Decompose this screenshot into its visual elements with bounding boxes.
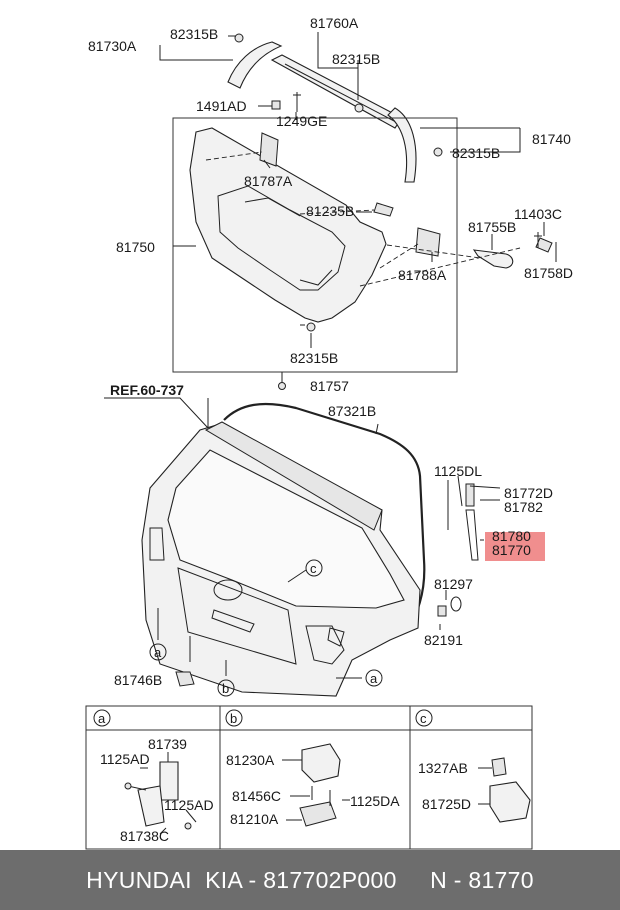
label-1125AD-1: 1125AD [100,751,150,767]
label-81770: 81770 [492,542,531,558]
label-81750: 81750 [116,239,155,255]
trim-assembly [172,117,553,373]
svg-text:b: b [222,681,229,696]
detail-a-header: a [93,709,111,727]
label-81755B: 81755B [468,219,516,235]
label-81772D: 81772D [504,485,553,501]
svg-text:b: b [230,711,237,726]
svg-text:a: a [154,645,162,660]
label-81730A: 81730A [88,38,137,54]
footer-banner: HYUNDAI KIA - 817702P000 N - 81770 [0,850,620,910]
label-1125AD-2: 1125AD [164,797,214,813]
callout-b: b [217,679,235,697]
svg-text:a: a [98,711,106,726]
label-81758D: 81758D [524,265,573,281]
label-81210A: 81210A [230,811,279,827]
label-87321B: 87321B [328,403,376,419]
label-81760A: 81760A [310,15,359,31]
label-82315B-a: 82315B [170,26,218,42]
label-81230A: 81230A [226,752,275,768]
label-11403C: 11403C [514,206,562,222]
tailgate [104,372,501,697]
label-81725D: 81725D [422,796,471,812]
label-81780: 81780 [492,528,531,544]
label-81297: 81297 [434,576,473,592]
label-81782: 81782 [504,499,543,515]
label-82315B-b: 82315B [332,51,380,67]
label-81757: 81757 [310,378,349,394]
footer-text: HYUNDAI KIA - 817702P000 N - 81770 [86,866,534,893]
label-1491AD: 1491AD [196,98,247,114]
spoiler-group [227,33,443,183]
detail-table: a b c 81739 1125AD 1125AD 81738C 8123 [85,705,533,850]
label-81787A: 81787A [244,173,293,189]
label-82315B-c: 82315B [452,145,500,161]
label-ref: REF.60-737 [110,382,184,398]
label-81746B: 81746B [114,672,162,688]
highlight-box [485,532,545,561]
callout-c: c [305,559,323,577]
fastener-icon [278,382,286,390]
label-1125DA: 1125DA [350,793,400,809]
callout-a-right: a [365,669,383,687]
label-1125DL: 1125DL [434,463,482,479]
label-81740: 81740 [532,131,571,147]
parts-diagram: 81730A 82315B 81760A 82315B 1491AD 1249G… [85,15,573,850]
label-82315B-d: 82315B [290,350,338,366]
callout-a-left: a [149,643,167,661]
label-81788A: 81788A [398,267,447,283]
label-82191: 82191 [424,632,463,648]
label-1327AB: 1327AB [418,760,468,776]
label-81235B: 81235B [306,203,354,219]
svg-text:c: c [420,711,427,726]
detail-b-header: b [225,709,243,727]
leader-lines [159,32,557,630]
label-81456C: 81456C [232,788,281,804]
detail-c-header: c [415,709,433,727]
label-1249GE: 1249GE [276,113,327,129]
label-81738C: 81738C [120,828,169,844]
label-81739: 81739 [148,736,187,752]
svg-text:c: c [310,561,317,576]
svg-text:a: a [370,671,378,686]
